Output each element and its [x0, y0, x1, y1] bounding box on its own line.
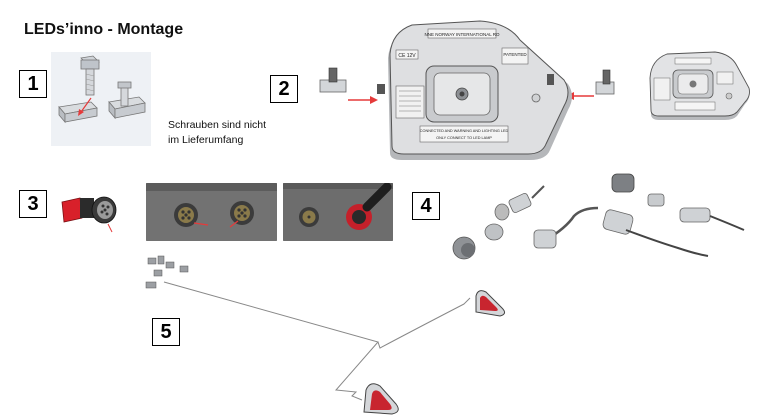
screws-note: Schrauben sind nicht im Lieferumfang — [168, 118, 266, 148]
socket-pair-icon — [146, 183, 277, 241]
step-1-badge: 1 — [19, 70, 47, 98]
red-connector-icon — [61, 196, 117, 233]
lamp-label-right: PATENTED — [503, 52, 527, 57]
step-2-badge: 2 — [270, 75, 298, 103]
step-5-badge: 5 — [152, 318, 180, 346]
note-line-2: im Lieferumfang — [168, 134, 244, 146]
cable-set-icon — [452, 173, 745, 260]
bolt-right-icon — [595, 69, 615, 95]
step-4-illustration — [448, 168, 748, 266]
lamp-label-top: NNE NORWAY INTERNATIONAL RO — [424, 32, 500, 37]
bolt-left-icon — [319, 67, 347, 93]
lamp-label-bottom-2: ONLY CONNECT TO LED LAMP — [436, 136, 492, 140]
small-lamp-illustration — [645, 50, 755, 125]
note-line-1: Schrauben sind nicht — [168, 119, 267, 131]
bolt-and-nut-icon — [58, 55, 146, 124]
step-5-illustration — [140, 252, 520, 416]
lamp-mounting-diagram: NNE NORWAY INTERNATIONAL RO CE 12V PATEN… — [319, 20, 615, 160]
step-2-illustration: NNE NORWAY INTERNATIONAL RO CE 12V PATEN… — [310, 18, 615, 168]
step-4-badge: 4 — [412, 192, 440, 220]
plug-inserted-icon — [283, 183, 393, 241]
photo-sockets — [146, 183, 277, 241]
step-1-illustration — [51, 52, 151, 146]
lamp-label-bottom-1: CONNECTED AND WARNING AND LIGHTING LED — [420, 129, 509, 133]
photo-plug-inserted — [283, 183, 393, 241]
small-lamp-icon — [649, 51, 750, 120]
page-title: LEDs’inno - Montage — [24, 21, 184, 38]
wiring-loop-icon — [145, 255, 506, 415]
step-3-connector — [58, 188, 128, 236]
step-3-badge: 3 — [19, 190, 47, 218]
lamp-label-left: CE 12V — [398, 53, 416, 59]
